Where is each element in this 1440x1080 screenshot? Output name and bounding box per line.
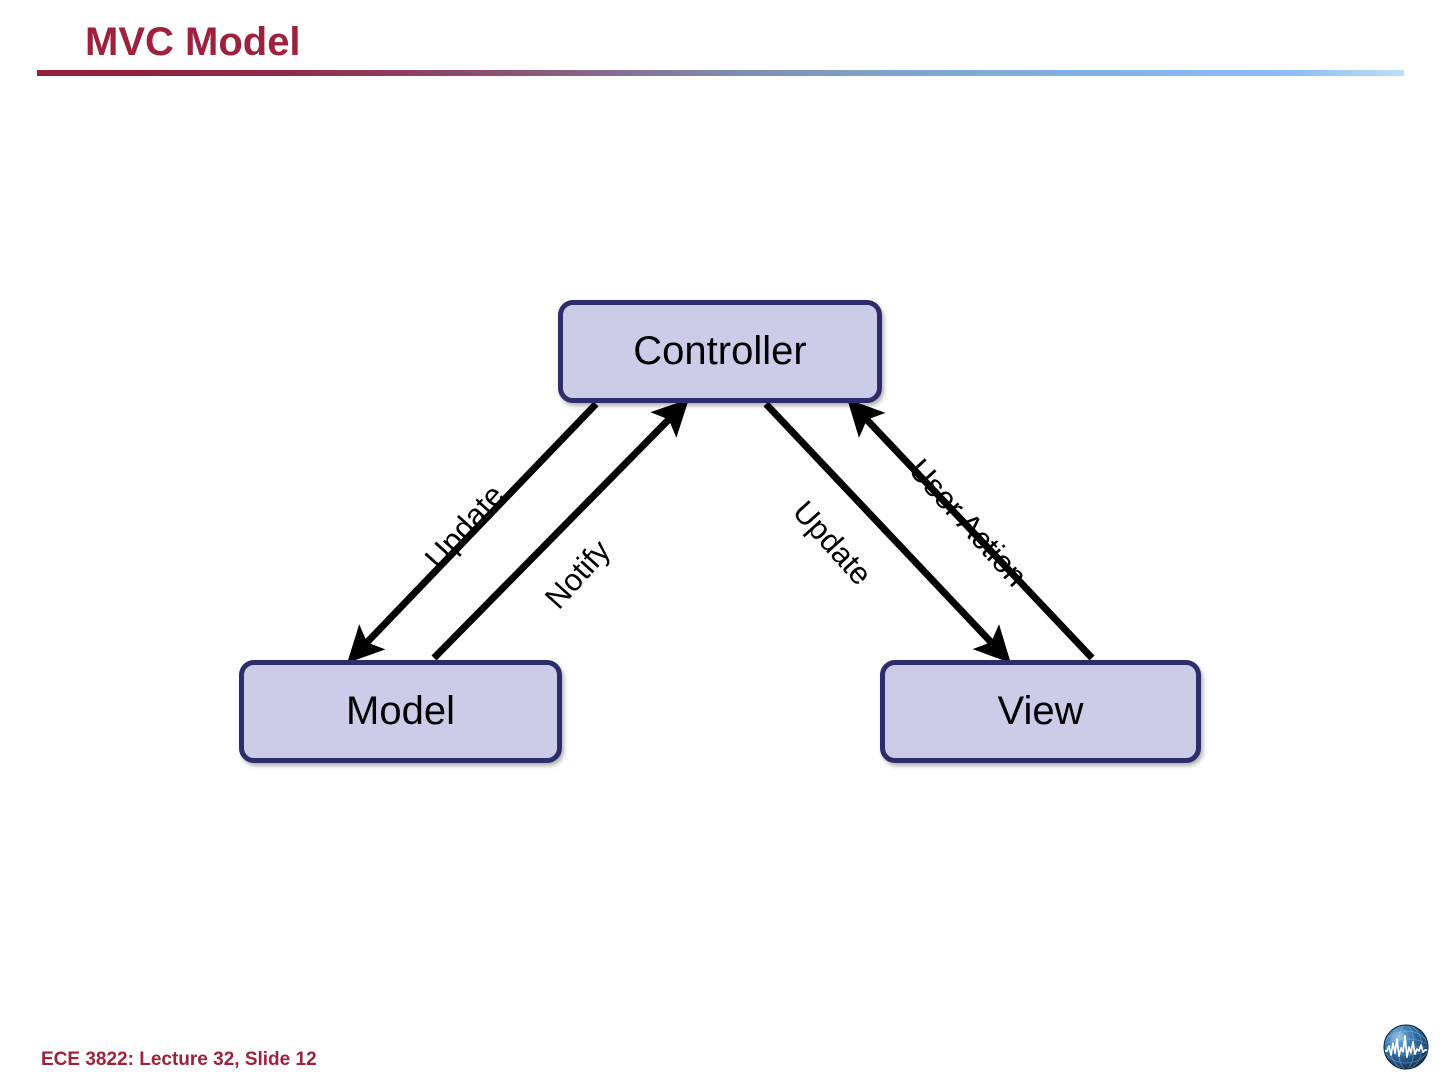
node-view[interactable]: View xyxy=(880,660,1201,763)
globe-waveform-logo xyxy=(1381,1022,1431,1072)
node-model-label: Model xyxy=(346,689,455,733)
title-divider-rule xyxy=(37,70,1404,76)
node-view-label: View xyxy=(997,689,1084,733)
node-controller[interactable]: Controller xyxy=(558,300,882,403)
edge-controller-to-view xyxy=(763,401,1011,664)
edge-model-to-controller xyxy=(431,399,689,661)
edge-controller-to-model xyxy=(347,401,599,664)
node-model[interactable]: Model xyxy=(239,660,562,763)
edge-view-to-controller xyxy=(847,398,1095,661)
node-controller-label: Controller xyxy=(633,329,807,373)
page-title: MVC Model xyxy=(85,20,301,64)
footer-slide-reference: ECE 3822: Lecture 32, Slide 12 xyxy=(41,1049,317,1070)
